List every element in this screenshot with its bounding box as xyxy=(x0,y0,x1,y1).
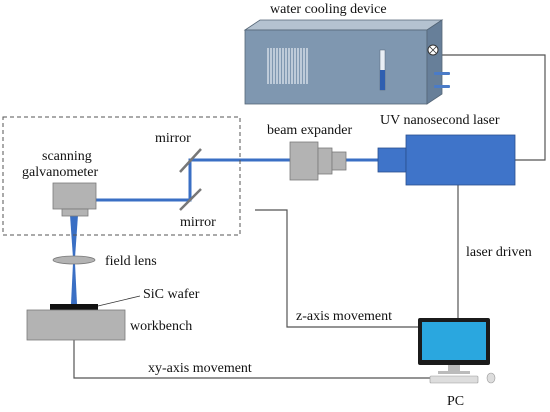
mouse-icon xyxy=(486,372,496,384)
cooling-top-face xyxy=(243,19,444,31)
uv-laser-nozzle xyxy=(377,147,407,173)
focused-beam xyxy=(70,215,78,258)
z-axis-wire xyxy=(255,209,418,328)
beam-expander xyxy=(289,141,347,181)
wires xyxy=(73,54,546,379)
cooling-to-laser-wire xyxy=(442,54,546,161)
fan-icon xyxy=(427,44,439,56)
cooling-vents xyxy=(267,48,308,84)
label-galvanometer: galvanometer xyxy=(22,165,99,180)
label-z-axis: z-axis movement xyxy=(296,309,392,324)
uv-laser xyxy=(377,134,516,186)
label-water-cooling-device: water cooling device xyxy=(270,2,387,17)
label-workbench: workbench xyxy=(130,319,192,334)
cooling-water-level xyxy=(380,70,385,90)
beam-expander-body xyxy=(289,141,319,181)
sic-wafer-leader xyxy=(97,295,141,307)
pc xyxy=(418,318,496,384)
workbench xyxy=(26,309,126,341)
scanning-galvanometer xyxy=(52,182,97,217)
galvanometer-outlet xyxy=(61,208,89,217)
cooling-front-face xyxy=(244,29,428,105)
water-cooling-device xyxy=(243,19,450,105)
cooling-pipe-top xyxy=(434,72,450,75)
sic-wafer xyxy=(50,304,98,310)
keyboard-icon xyxy=(429,375,479,384)
galvanometer-body xyxy=(52,182,97,210)
label-scanning: scanning xyxy=(42,149,92,164)
label-sic-wafer: SiC wafer xyxy=(143,287,200,302)
mirror-top xyxy=(179,148,202,173)
focused-beam-lower xyxy=(71,263,77,304)
label-beam-expander: beam expander xyxy=(267,123,352,138)
beam-expander-tip xyxy=(331,151,347,171)
label-laser-driven: laser driven xyxy=(466,245,532,260)
beam-expander-to-mirrors xyxy=(86,158,290,202)
label-pc: PC xyxy=(447,394,464,409)
label-uv-laser: UV nanosecond laser xyxy=(380,113,500,128)
labels: water cooling device beam expander UV na… xyxy=(22,2,532,409)
label-mirror-top: mirror xyxy=(155,131,191,146)
label-mirror-bottom: mirror xyxy=(180,215,216,230)
field-lens xyxy=(52,255,96,265)
label-xy-axis: xy-axis movement xyxy=(148,361,252,376)
xy-axis-wire xyxy=(73,340,430,379)
mirror-bottom xyxy=(179,188,202,211)
cooling-pipe-bottom xyxy=(434,85,450,88)
cooling-side-face xyxy=(426,19,443,105)
scanning-head-enclosure xyxy=(2,116,241,236)
beam-expander-middle xyxy=(317,147,333,175)
uv-laser-body xyxy=(405,134,516,186)
monitor-icon xyxy=(418,318,490,374)
label-field-lens: field lens xyxy=(105,254,157,269)
